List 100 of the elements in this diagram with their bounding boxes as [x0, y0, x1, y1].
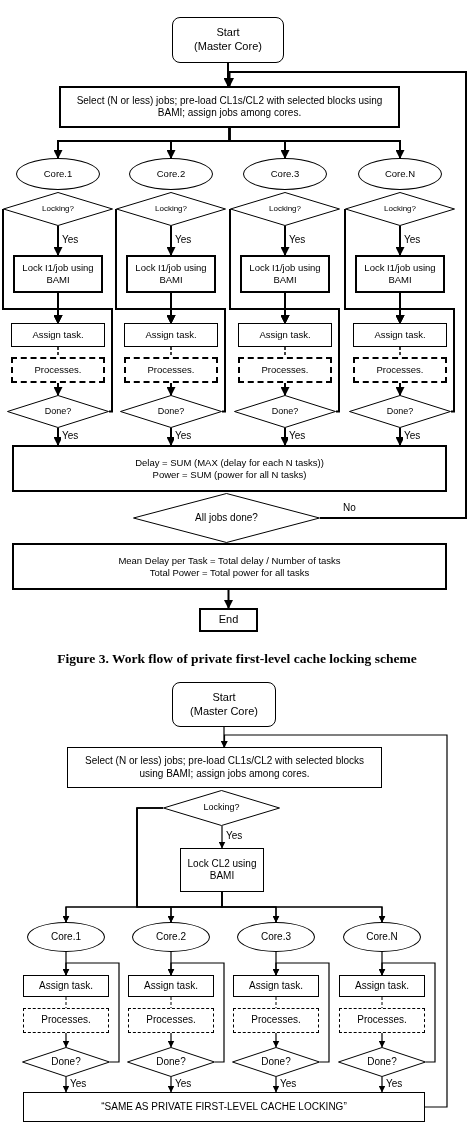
node-text: Processes. — [251, 1014, 301, 1027]
process-box — [339, 1008, 425, 1033]
node-text: Assign task. — [374, 329, 426, 341]
edge-label: Yes — [69, 1078, 88, 1089]
node-text: Processes. — [147, 364, 195, 376]
node-text: Assign task. — [144, 979, 198, 993]
node-text: Mean Delay per Task = Total delay / Number of tasks — [118, 554, 341, 567]
arrow — [395, 427, 405, 446]
node-text: End — [218, 613, 239, 627]
arrow — [378, 1032, 386, 1048]
arrow — [62, 1032, 70, 1048]
arrow — [280, 225, 290, 256]
arrow — [53, 308, 113, 413]
edge-label: Yes — [225, 831, 244, 841]
node-text: Done? — [44, 405, 72, 418]
node-text: Core.N — [366, 930, 398, 944]
node-text: Assign task. — [259, 329, 311, 341]
process-box — [233, 975, 319, 997]
node-text: Done? — [386, 405, 414, 418]
edge-label: Yes — [288, 430, 307, 441]
node-text: All jobs done? — [195, 511, 258, 525]
node-text: Done? — [367, 1055, 397, 1069]
arrow — [280, 427, 290, 446]
node-text: Power = SUM (power for all N tasks) — [152, 468, 307, 481]
node-text: “SAME AS PRIVATE FIRST-LEVEL CACHE LOCKING” — [101, 1100, 347, 1114]
node-text: Done? — [271, 405, 299, 418]
arrow — [167, 962, 225, 1063]
node-text: Assign task. — [32, 329, 84, 341]
arrow — [228, 127, 405, 159]
node-text: Done? — [157, 405, 185, 418]
node-text: Assign task. — [355, 979, 409, 993]
arrow — [378, 1076, 386, 1093]
edge-label: Yes — [61, 430, 80, 441]
node-text: Processes. — [261, 364, 309, 376]
node-text: Lock I1/job using BAMI — [363, 262, 437, 286]
node-text: Core.1 — [43, 168, 73, 180]
node-text: Locking? — [42, 204, 74, 214]
arrow — [280, 382, 290, 396]
process-box — [23, 1008, 109, 1033]
arrow — [395, 225, 405, 256]
process-box — [11, 323, 105, 347]
node-text: Processes. — [41, 1014, 91, 1027]
connector-line — [399, 346, 401, 358]
arrow — [280, 308, 340, 413]
process-box — [13, 255, 103, 293]
node-text: Locking? — [203, 802, 240, 814]
arrow — [53, 382, 63, 396]
connector-line — [170, 346, 172, 358]
node-text: (Master Core) — [190, 704, 258, 719]
node-text: Total Power = Total power for all tasks — [149, 566, 310, 579]
process-box — [238, 323, 332, 347]
arrow — [53, 427, 63, 446]
node-text: Assign task. — [249, 979, 303, 993]
edge-label: Yes — [385, 1078, 404, 1089]
process-box — [355, 255, 445, 293]
process-box — [124, 323, 218, 347]
connector-line — [284, 346, 286, 358]
arrow — [218, 825, 226, 849]
node-text: Processes. — [376, 364, 424, 376]
process-box — [353, 357, 447, 383]
process-box — [240, 255, 330, 293]
edge-label: Yes — [403, 430, 422, 441]
arrow — [224, 589, 233, 609]
arrow — [62, 962, 120, 1063]
arrow — [272, 962, 330, 1063]
node-text: Core.2 — [156, 930, 186, 944]
arrow — [272, 1032, 280, 1048]
arrow — [62, 1076, 70, 1093]
process-box — [23, 1092, 425, 1122]
node-text: Delay = SUM (MAX (delay for each N tasks)) — [135, 456, 324, 469]
node-text: Start — [216, 26, 240, 40]
node-text: Lock I1/job using BAMI — [134, 262, 208, 286]
process-box — [199, 608, 258, 632]
process-box — [67, 747, 382, 788]
arrow — [166, 382, 176, 396]
process-box — [353, 323, 447, 347]
figure-caption: Figure 3. Work flow of private first-level cache locking scheme — [57, 651, 417, 666]
node-text: Core.1 — [51, 930, 81, 944]
node-text: (Master Core) — [194, 40, 262, 54]
edge-label: Yes — [279, 1078, 298, 1089]
process-box — [233, 1008, 319, 1033]
node-text: Processes. — [146, 1014, 196, 1027]
arrow — [167, 1032, 175, 1048]
arrow — [166, 308, 226, 413]
node-text: Lock I1/job using BAMI — [21, 262, 95, 286]
node-text: Locking? — [384, 204, 416, 214]
edge-label: Yes — [174, 234, 193, 245]
process-box — [339, 975, 425, 997]
edge-label: Yes — [61, 234, 80, 245]
node-text: Done? — [51, 1055, 81, 1069]
node-text: Select (N or less) jobs; pre-load CL1s/CL2 with selected blocks using BAMI; assign jobs among cores. — [84, 755, 365, 780]
process-box — [124, 357, 218, 383]
arrow — [166, 427, 176, 446]
node-text: Lock I1/job using BAMI — [248, 262, 322, 286]
process-box — [180, 848, 264, 892]
arrow — [220, 726, 228, 748]
process-box — [128, 1008, 214, 1033]
process-box — [23, 975, 109, 997]
node-text: Locking? — [269, 204, 301, 214]
process-box — [238, 357, 332, 383]
